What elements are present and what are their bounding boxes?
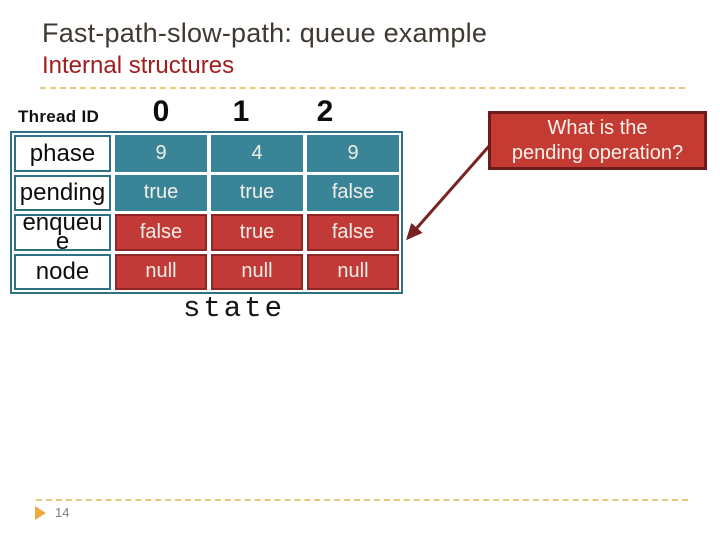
column-header-1: 1 (232, 95, 250, 128)
callout-text-line2: pending operation? (511, 141, 684, 164)
state-caption: state (183, 292, 286, 325)
callout-box: What is the pending operation? (488, 111, 707, 170)
slide-title: Fast-path-slow-path: queue example (42, 18, 488, 48)
cell-phase-thread0: 9 (115, 135, 207, 172)
cell-pending-thread2: false (307, 174, 399, 211)
top-divider (40, 87, 685, 89)
row-label-phase: phase (14, 135, 111, 172)
cell-node-thread2: null (307, 253, 399, 290)
cell-enqueue-thread1: true (211, 214, 303, 251)
thread-id-label: Thread ID (18, 107, 100, 126)
cell-enqueue-thread0: false (115, 214, 207, 251)
cell-node-thread1: null (211, 253, 303, 290)
cell-pending-thread0: true (115, 174, 207, 211)
cell-enqueue-thread2: false (307, 214, 399, 251)
cell-node-thread0: null (115, 253, 207, 290)
cell-phase-thread2: 9 (307, 135, 399, 172)
column-header-0: 0 (152, 95, 170, 128)
callout-arrow-icon (406, 144, 492, 241)
row-label-pending: pending (14, 174, 111, 211)
bottom-divider (36, 499, 688, 501)
page-number: 14 (55, 505, 70, 520)
cell-phase-thread1: 4 (211, 135, 303, 172)
row-label-node: node (14, 253, 111, 290)
slide-subtitle: Internal structures (42, 52, 235, 79)
column-header-2: 2 (316, 95, 334, 128)
cell-pending-thread1: true (211, 174, 303, 211)
callout-text-line1: What is the (547, 116, 648, 139)
page-marker-icon (35, 506, 46, 520)
